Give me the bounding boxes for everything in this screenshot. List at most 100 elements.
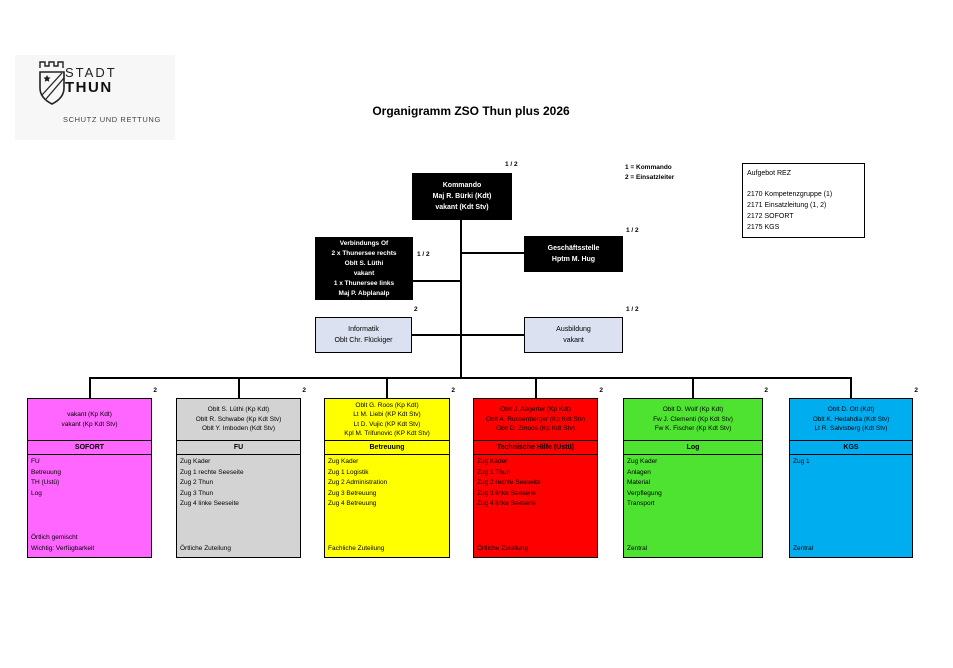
text-line: Verbindungs Of <box>339 239 389 247</box>
connector-drop-betreuung <box>386 377 388 398</box>
text-line: Anlagen <box>627 468 651 476</box>
company-box-technische-hilfe: 2 Oblt J. Aegerter (Kp Kdt)Oblt A. Russe… <box>473 387 603 558</box>
connector-verbindungs <box>413 280 461 282</box>
company-body: Zug 1 Zentral <box>790 455 912 557</box>
company-box-sofort: 2 vakant (Kp Kdt)vakant (Kp Kdt Stv) SOF… <box>27 387 157 558</box>
text-line: vakant <box>563 337 584 344</box>
text-line: Lt R. Salvisberg (Kdt Stv) <box>814 425 888 433</box>
connector-drop-kgs <box>850 377 852 398</box>
company-footer: Örtliche Zuteilung <box>180 544 297 555</box>
text-line: Zug Kader <box>180 458 211 465</box>
text-line: 2170 Kompetenzgruppe (1) <box>747 191 833 198</box>
company-tag: 2 <box>302 387 306 394</box>
text-line: Wichtig: Verfügbarkeit <box>31 544 95 552</box>
company-box-fu: 2 Oblt S. Lüthi (Kp Kdt)Oblt R. Schwabe … <box>176 387 306 558</box>
text-line: Zug Kader <box>477 458 508 465</box>
company-tag: 2 <box>599 387 603 394</box>
text-line: Kommando <box>442 182 482 189</box>
text-line: TH (Ustü) <box>31 479 60 486</box>
text-line: Zug 1 Logistik <box>328 468 369 476</box>
company-tag: 2 <box>914 387 918 394</box>
text-line: Zug 1 rechte Seeseite <box>180 468 244 476</box>
company-leaders: Oblt D. Wolf (Kp Kdt)Fw J. Clementi (Kp … <box>624 399 762 441</box>
company-name: SOFORT <box>28 441 151 455</box>
text-line: 2172 SOFORT <box>747 213 794 220</box>
text-line: 2175 KGS <box>747 224 780 231</box>
company-units: Zug 1 <box>793 457 909 468</box>
text-line: Log <box>31 489 42 497</box>
text-line: Oblt Y. Imboden (Kdt Stv) <box>201 425 276 433</box>
text-line: Zug 2 Administration <box>328 479 388 486</box>
tag-geschaeftsstelle: 1 / 2 <box>626 227 639 234</box>
text-line: Transport <box>627 500 655 507</box>
company-footer: Zentral <box>627 544 759 555</box>
text-line: 1 x Thunersee links <box>333 279 395 287</box>
text-line: Fw K. Fischer (Kp Kdt Stv) <box>654 425 732 433</box>
company-body: FU Betreuung TH (Ustü) Log Örtlich gemischt… <box>28 455 151 557</box>
logo-subtitle: SCHUTZ UND RETTUNG <box>63 115 161 124</box>
legend: 1 = Kommando 2 = Einsatzleiter <box>625 163 674 183</box>
text-line: Lt D. Vujic (KP Kdt Stv) <box>353 420 421 428</box>
text-line: Kpl M. Trifunovic (KP Kdt Stv) <box>344 430 430 437</box>
text-line: Verpflegung <box>627 489 662 497</box>
text-line: Zug 1 <box>793 458 810 465</box>
text-line: Örtliche Zuteilung <box>180 544 231 552</box>
text-line: Örtliche Zuteilung <box>477 544 528 552</box>
company-name: Log <box>624 441 762 455</box>
text-line: Oblt S. Lüthi <box>344 259 384 267</box>
text-line: Informatik <box>348 326 379 333</box>
company-box-kgs: 2 Oblt D. Ott (Kdt)Oblt K. Hedahdia (Kdt… <box>789 387 918 558</box>
text-line: Lt M. Liebi (KP Kdt Stv) <box>353 411 421 418</box>
text-line: Örtlich gemischt <box>31 534 78 541</box>
text-line: Geschäftsstelle <box>547 245 600 252</box>
text-line: Betreuung <box>31 468 61 476</box>
text-line: Fachliche Zuteilung <box>328 544 385 552</box>
text-line: Maj P. Abplanalp <box>338 289 390 297</box>
connector-geschaeftsstelle <box>461 252 525 254</box>
company-footer: Örtliche Zuteilung <box>477 544 594 555</box>
connector-trunk <box>460 220 462 378</box>
company-name: Technische Hilfe (Ustü) <box>474 441 597 455</box>
text-line: Zug 1 Thun <box>477 468 511 476</box>
text-line: Oblt S. Lüthi (Kp Kdt) <box>207 406 270 414</box>
text-line: 2 x Thunersee rechts <box>331 249 397 257</box>
text-line: Zug 3 linke Seeseite <box>477 489 536 497</box>
text-line: vakant (Kp Kdt) <box>67 411 112 418</box>
tag-verbindungs-of: 1 / 2 <box>417 251 430 258</box>
text-line: vakant (Kp Kdt Stv) <box>61 420 118 428</box>
company-footer: Zentral <box>793 544 909 555</box>
text-line: Zug Kader <box>328 458 359 465</box>
tag-informatik: 2 <box>414 306 418 313</box>
connector-bottom-rail <box>89 377 851 379</box>
text-line: Oblt Chr. Flückiger <box>334 337 393 344</box>
aufgebot-rez-box: Aufgebot REZ 2170 Kompetenzgruppe (1)217… <box>742 163 865 238</box>
text-line: FU <box>31 458 40 465</box>
tag-ausbildung: 1 / 2 <box>626 306 639 313</box>
text-line: Zug 3 Betreuung <box>328 489 377 497</box>
connector-drop-technische-hilfe <box>534 377 537 398</box>
logo-block: STADT THUN SCHUTZ UND RETTUNG <box>15 55 175 140</box>
page-title: Organigramm ZSO Thun plus 2026 <box>372 104 570 118</box>
company-leaders: Oblt J. Aegerter (Kp Kdt)Oblt A. Russenb… <box>474 399 597 441</box>
text-line: Oblt A. Russenberger (Kp Kdt Stv) <box>486 415 585 423</box>
text-line: Fw J. Clementi (Kp Kdt Stv) <box>653 415 733 423</box>
company-leaders: Oblt D. Ott (Kdt)Oblt K. Hedahdia (Kdt S… <box>790 399 912 441</box>
text-line: Material <box>627 479 651 486</box>
text-line: Oblt D. Ott (Kdt) <box>827 406 875 414</box>
connector-drop-fu <box>237 377 240 398</box>
text-line: Zug 4 linke Seeseite <box>477 500 536 507</box>
text-line: 2171 Einsatzleitung (1, 2) <box>747 202 827 209</box>
text-line: Zug 2 Thun <box>180 479 214 486</box>
text-line: Maj R. Bürki (Kdt) <box>432 193 492 200</box>
company-tag: 2 <box>764 387 768 394</box>
